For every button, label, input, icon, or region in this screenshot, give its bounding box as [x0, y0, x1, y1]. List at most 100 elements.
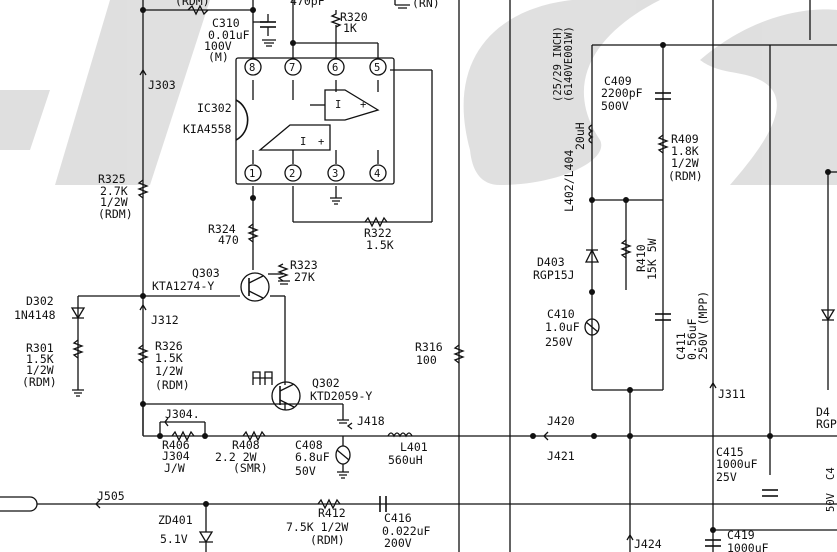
- junction-dots: [140, 7, 831, 533]
- r406-symbol: [171, 430, 195, 442]
- ic302-pin6-label: 6: [332, 62, 338, 74]
- r-top-rdm-label: (RDM): [175, 0, 210, 8]
- r323-symbol: [277, 263, 289, 282]
- q303-ref: Q303: [192, 266, 220, 280]
- d403-symbol: [584, 248, 600, 263]
- q302-ref: Q302: [312, 376, 340, 390]
- c409-value: 2200pF: [601, 86, 643, 100]
- c416-value: 0.022uF: [382, 524, 431, 538]
- ic302-pin1-label: 1: [249, 168, 255, 180]
- j420-ref: J420: [547, 414, 575, 428]
- c4-right-voltage: 50V: [825, 492, 837, 512]
- r326-type: (RDM): [155, 378, 190, 392]
- r326-power: 1/2W: [155, 364, 183, 378]
- c415-ref: C415: [716, 445, 744, 459]
- ic302-pin-4: [369, 164, 387, 182]
- c410-ref: C410: [547, 307, 575, 321]
- c419-ref: C419: [727, 528, 755, 542]
- r301-type: (RDM): [22, 375, 57, 389]
- zd401-value: 5.1V: [160, 532, 188, 546]
- r408-ref: R408: [232, 438, 260, 452]
- r409-power: 1/2W: [671, 156, 699, 170]
- c416-voltage: 200V: [384, 536, 412, 550]
- r323-value: 27K: [294, 270, 315, 284]
- c409-voltage: 500V: [601, 99, 629, 113]
- zd401-ref: ZD401: [158, 513, 193, 527]
- svg-text:I: I: [335, 99, 341, 111]
- d4-symbol: [820, 309, 836, 322]
- j303-symbol: [139, 68, 147, 76]
- j312-ref: J312: [151, 313, 179, 327]
- r408-symbol: [242, 430, 266, 442]
- d4-part: RGP: [816, 417, 837, 431]
- r325-ref: R325: [98, 172, 126, 186]
- r410-value: 15K 5W: [645, 238, 659, 280]
- r409-ref: R409: [671, 132, 699, 146]
- l402-size: (25/29 INCH): [552, 26, 564, 102]
- left-wiring: [77, 0, 610, 552]
- c419-value: 1000uF: [727, 541, 769, 552]
- r412-value: 7.5K 1/2W: [286, 520, 348, 534]
- c-top-470pf-label: 470pF: [290, 0, 325, 8]
- r410-ref: R410: [634, 244, 648, 272]
- j312-symbol: [139, 303, 147, 311]
- r409-value: 1.8K: [671, 144, 699, 158]
- j421-ref: J421: [547, 449, 575, 463]
- j304-value: J/W: [164, 461, 185, 475]
- j420-symbol: [543, 431, 549, 441]
- ic302-pin-2: [284, 164, 302, 182]
- j304-top-ref: J304.: [165, 407, 200, 421]
- d302-symbol: [70, 307, 86, 320]
- r326-value: 1.5K: [155, 351, 183, 365]
- ic302-pin7-label: 7: [289, 62, 295, 74]
- c411-voltage: 250V (MPP): [696, 291, 710, 360]
- bottom-bus: [0, 496, 837, 512]
- svg-text:+: +: [318, 136, 324, 148]
- l401-symbol: [387, 432, 413, 438]
- r326-ref: R326: [155, 339, 183, 353]
- ic302: I + I + 8 7 6 5 1 2 3 4: [235, 57, 395, 185]
- j418-symbol: [346, 422, 353, 430]
- c410-voltage: 250V: [545, 335, 573, 349]
- j424-ref: J424: [634, 537, 662, 551]
- c410-symbol: [584, 318, 600, 336]
- r301-power: 1/2W: [26, 363, 54, 377]
- rn-top-label: (RN): [412, 0, 440, 10]
- j505-symbol: [95, 499, 101, 509]
- d302-ref: D302: [26, 294, 54, 308]
- l402-part: (6140VE001W): [563, 26, 575, 102]
- r316-ref: R316: [415, 340, 443, 354]
- ic302-pin-6: [327, 58, 345, 76]
- r412-symbol: [317, 498, 341, 510]
- ic302-pin5-label: 5: [374, 62, 380, 74]
- svg-text:I: I: [300, 136, 306, 148]
- r322-value: 1.5K: [366, 238, 394, 252]
- ic302-pin3-label: 3: [332, 168, 338, 180]
- r316-symbol: [453, 344, 465, 364]
- c415-voltage: 25V: [716, 470, 737, 484]
- r325-symbol: [137, 179, 149, 199]
- ground-symbols: [72, 4, 410, 479]
- r325-type: (RDM): [98, 207, 133, 221]
- q302-part: KTD2059-Y: [310, 389, 372, 403]
- r409-symbol: [657, 134, 669, 154]
- c310-type: (M): [208, 50, 229, 64]
- r412-type: (RDM): [310, 533, 345, 547]
- c415-value: 1000uF: [716, 457, 758, 471]
- r320-ref: R320: [340, 10, 368, 24]
- ic302-pin2-label: 2: [289, 168, 295, 180]
- r301-symbol: [72, 339, 84, 359]
- ic302-pin-8: [244, 58, 262, 76]
- c409-symbol: [655, 92, 671, 100]
- ic302-pin-3: [327, 164, 345, 182]
- r325-power: 1/2W: [100, 195, 128, 209]
- ic302-pin-5: [369, 58, 387, 76]
- r410-symbol: [620, 239, 632, 259]
- r324-value: 470: [218, 233, 239, 247]
- q302-symbol: [252, 371, 301, 411]
- r325-value: 2.7K: [100, 184, 128, 198]
- c411-value: 0.56uF: [685, 318, 699, 360]
- c419-symbol: [705, 539, 721, 547]
- j303-ref: J303: [148, 78, 176, 92]
